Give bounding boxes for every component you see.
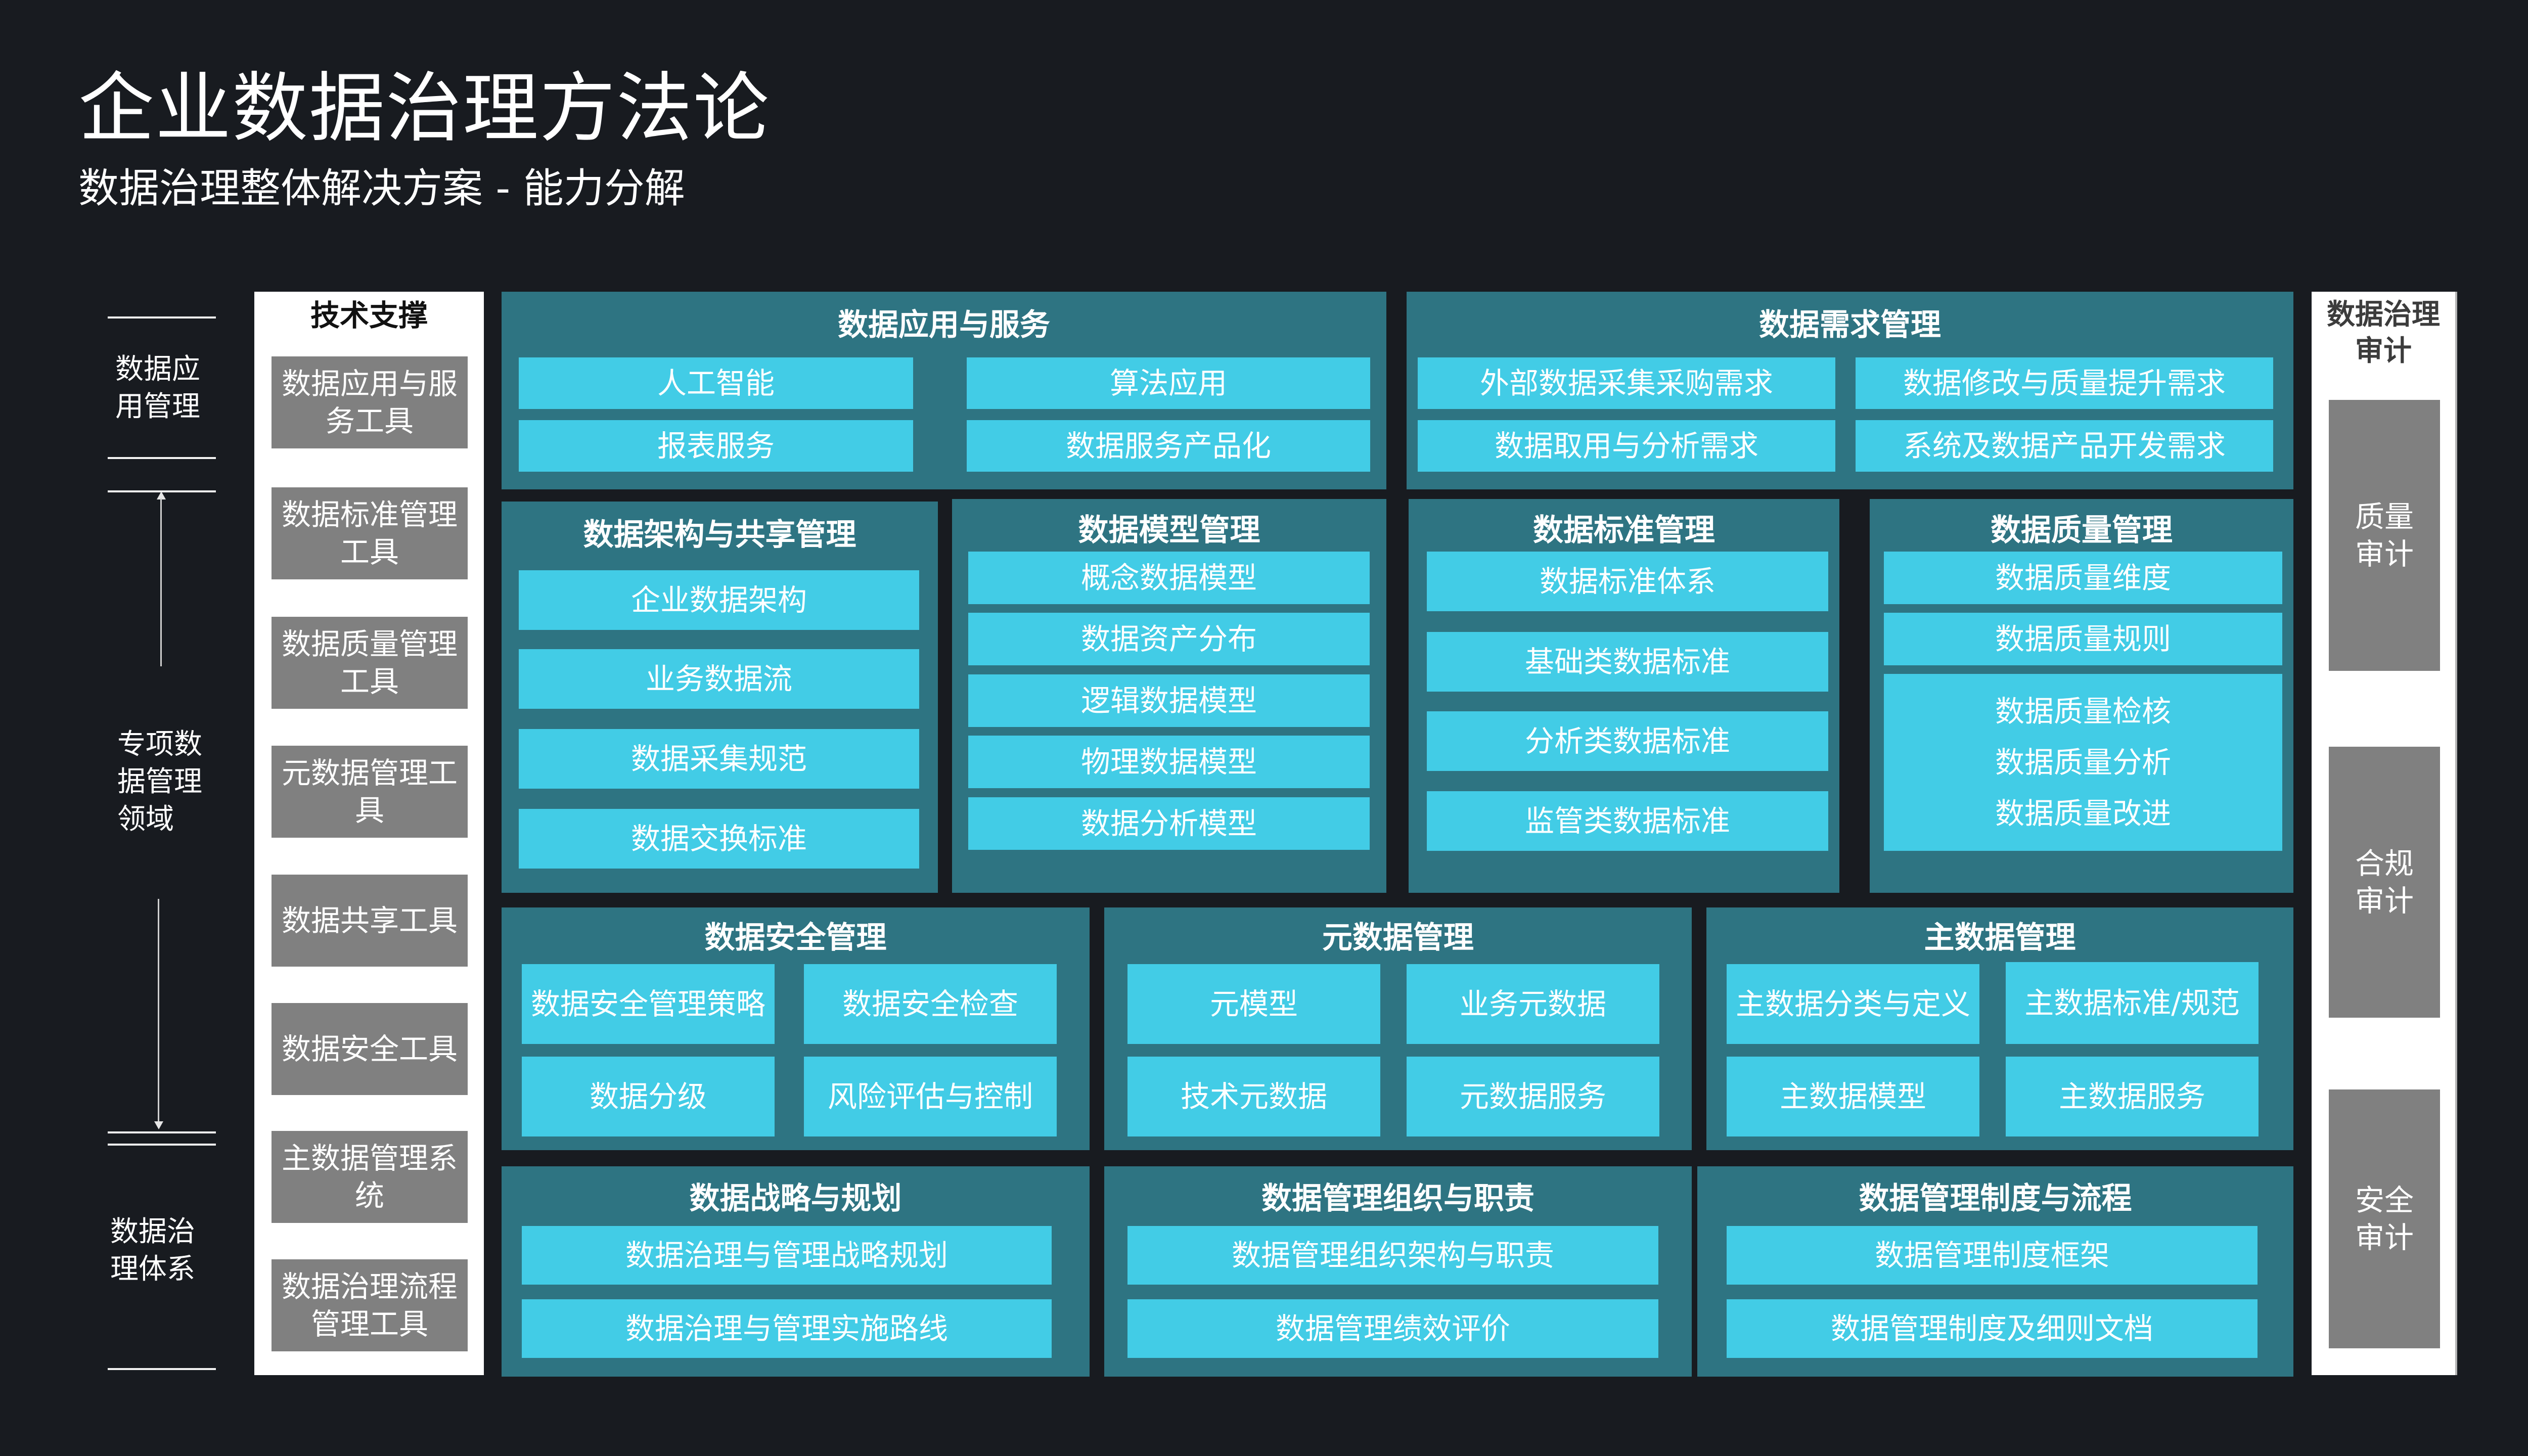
panel-title: 数据应用与服务	[838, 307, 1050, 343]
item-dev-demand[interactable]: 系统及数据产品开发需求	[1856, 420, 2273, 472]
panel-title: 数据模型管理	[1078, 513, 1260, 548]
tool-process[interactable]: 数据治理流程管理工具	[272, 1259, 468, 1351]
item-regulatory-standard[interactable]: 监管类数据标准	[1427, 791, 1828, 851]
panel-title: 数据质量管理	[1991, 513, 2173, 548]
panel-title: 数据架构与共享管理	[583, 517, 856, 553]
item-classification[interactable]: 数据分级	[522, 1057, 775, 1136]
tool-app-service[interactable]: 数据应用与服务工具	[272, 356, 468, 448]
tech-support-title: 技术支撑	[310, 298, 428, 333]
item-quality-check[interactable]: 数据质量检核	[1995, 694, 2171, 729]
panel-demand: 数据需求管理 外部数据采集采购需求 数据修改与质量提升需求 数据取用与分析需求 …	[1407, 292, 2293, 489]
axis-divider	[108, 1368, 216, 1370]
axis-arrow-line	[160, 498, 162, 666]
item-metadata-service[interactable]: 元数据服务	[1407, 1057, 1659, 1136]
item-meta-model[interactable]: 元模型	[1127, 964, 1380, 1044]
item-enterprise-architecture[interactable]: 企业数据架构	[519, 570, 919, 630]
panel-title: 数据管理组织与职责	[1261, 1181, 1534, 1216]
panel-title: 数据标准管理	[1533, 513, 1715, 548]
panel-quality: 数据质量管理 数据质量维度 数据质量规则 数据质量检核 数据质量分析 数据质量改…	[1870, 499, 2293, 893]
item-master-standard[interactable]: 主数据标准/规范	[2006, 962, 2259, 1044]
audit-quality[interactable]: 质量审计	[2329, 400, 2440, 671]
panel-metadata: 元数据管理 元模型 业务元数据 技术元数据 元数据服务	[1104, 907, 1692, 1150]
axis-divider	[108, 316, 216, 318]
panel-title: 主数据管理	[1924, 920, 2076, 956]
panel-app-service: 数据应用与服务 人工智能 算法应用 报表服务 数据服务产品化	[502, 292, 1386, 489]
item-master-classification[interactable]: 主数据分类与定义	[1727, 964, 1979, 1044]
panel-standard: 数据标准管理 数据标准体系 基础类数据标准 分析类数据标准 监管类数据标准	[1409, 499, 1839, 893]
item-policy-documents[interactable]: 数据管理制度及细则文档	[1727, 1299, 2258, 1358]
item-strategy-plan[interactable]: 数据治理与管理战略规划	[522, 1226, 1052, 1285]
panel-architecture: 数据架构与共享管理 企业数据架构 业务数据流 数据采集规范 数据交换标准	[502, 502, 938, 893]
item-business-flow[interactable]: 业务数据流	[519, 649, 919, 709]
item-implementation-roadmap[interactable]: 数据治理与管理实施路线	[522, 1299, 1052, 1358]
tool-quality[interactable]: 数据质量管理工具	[272, 617, 468, 709]
arrow-down-icon	[154, 1121, 163, 1129]
audit-compliance[interactable]: 合规审计	[2329, 747, 2440, 1018]
axis-divider	[108, 1144, 216, 1146]
item-external-demand[interactable]: 外部数据采集采购需求	[1418, 357, 1835, 409]
page-subtitle: 数据治理整体解决方案 - 能力分解	[78, 165, 685, 212]
item-asset-distribution[interactable]: 数据资产分布	[968, 613, 1370, 665]
item-analysis-standard[interactable]: 分析类数据标准	[1427, 711, 1828, 771]
audit-title: 数据治理审计	[2327, 298, 2440, 368]
panel-policy: 数据管理制度与流程 数据管理制度框架 数据管理制度及细则文档	[1697, 1166, 2293, 1377]
item-quality-improvement[interactable]: 数据质量改进	[1995, 796, 2171, 831]
item-basic-standard[interactable]: 基础类数据标准	[1427, 632, 1828, 692]
panel-model: 数据模型管理 概念数据模型 数据资产分布 逻辑数据模型 物理数据模型 数据分析模…	[952, 499, 1386, 893]
panel-title: 数据安全管理	[704, 920, 887, 956]
page-title: 企业数据治理方法论	[78, 65, 771, 153]
tech-support-panel: 技术支撑 数据应用与服务工具 数据标准管理工具 数据质量管理工具 元数据管理工具…	[254, 292, 484, 1375]
item-collection-spec[interactable]: 数据采集规范	[519, 729, 919, 789]
item-logical-model[interactable]: 逻辑数据模型	[968, 674, 1370, 727]
item-analysis-demand[interactable]: 数据取用与分析需求	[1418, 420, 1835, 472]
panel-title: 数据需求管理	[1759, 307, 1941, 343]
panel-security: 数据安全管理 数据安全管理策略 数据安全检查 数据分级 风险评估与控制	[502, 907, 1090, 1150]
item-quality-dimension[interactable]: 数据质量维度	[1884, 552, 2282, 604]
item-quality-analysis[interactable]: 数据质量分析	[1995, 745, 2171, 780]
axis-divider	[108, 457, 216, 459]
item-analysis-model[interactable]: 数据分析模型	[968, 797, 1370, 850]
tool-metadata[interactable]: 元数据管理工具	[272, 746, 468, 838]
item-policy-framework[interactable]: 数据管理制度框架	[1727, 1226, 2258, 1285]
item-business-metadata[interactable]: 业务元数据	[1407, 964, 1659, 1044]
panel-title: 数据战略与规划	[689, 1181, 902, 1216]
audit-panel: 数据治理审计 质量审计 合规审计 安全审计	[2312, 292, 2457, 1375]
panel-title: 数据管理制度与流程	[1859, 1181, 2132, 1216]
tool-master-data[interactable]: 主数据管理系统	[272, 1131, 468, 1223]
item-ai[interactable]: 人工智能	[519, 357, 913, 409]
axis-label-governance-system: 数据治 理体系	[110, 1215, 195, 1286]
axis-divider	[108, 1131, 216, 1133]
tool-standard[interactable]: 数据标准管理工具	[272, 487, 468, 579]
item-master-model[interactable]: 主数据模型	[1727, 1057, 1979, 1136]
panel-organization: 数据管理组织与职责 数据管理组织架构与职责 数据管理绩效评价	[1104, 1166, 1692, 1377]
item-technical-metadata[interactable]: 技术元数据	[1127, 1057, 1380, 1136]
audit-security[interactable]: 安全审计	[2329, 1089, 2440, 1348]
axis-label-app-management: 数据应 用管理	[115, 353, 200, 423]
item-performance[interactable]: 数据管理绩效评价	[1127, 1299, 1658, 1358]
item-conceptual-model[interactable]: 概念数据模型	[968, 552, 1370, 604]
item-exchange-standard[interactable]: 数据交换标准	[519, 809, 919, 869]
item-risk-control[interactable]: 风险评估与控制	[804, 1057, 1057, 1136]
tool-security[interactable]: 数据安全工具	[272, 1003, 468, 1095]
panel-master-data: 主数据管理 主数据分类与定义 主数据标准/规范 主数据模型 主数据服务	[1706, 907, 2293, 1150]
item-algorithm[interactable]: 算法应用	[967, 357, 1370, 409]
item-quality-rule[interactable]: 数据质量规则	[1884, 613, 2282, 665]
axis-label-special-domains: 专项数 据管理 领域	[117, 728, 202, 836]
item-data-product[interactable]: 数据服务产品化	[967, 420, 1370, 472]
tool-sharing[interactable]: 数据共享工具	[272, 875, 468, 967]
item-physical-model[interactable]: 物理数据模型	[968, 736, 1370, 788]
axis-arrow-line	[158, 899, 159, 1124]
panel-title: 元数据管理	[1322, 920, 1474, 956]
item-master-service[interactable]: 主数据服务	[2006, 1057, 2259, 1136]
item-quality-process-group: 数据质量检核 数据质量分析 数据质量改进	[1884, 674, 2282, 851]
item-report[interactable]: 报表服务	[519, 420, 913, 472]
item-security-check[interactable]: 数据安全检查	[804, 964, 1057, 1044]
item-quality-demand[interactable]: 数据修改与质量提升需求	[1856, 357, 2273, 409]
item-standard-system[interactable]: 数据标准体系	[1427, 552, 1828, 611]
item-security-policy[interactable]: 数据安全管理策略	[522, 964, 775, 1044]
arrow-up-icon	[157, 491, 166, 499]
item-org-structure[interactable]: 数据管理组织架构与职责	[1127, 1226, 1658, 1285]
panel-strategy: 数据战略与规划 数据治理与管理战略规划 数据治理与管理实施路线	[502, 1166, 1090, 1377]
